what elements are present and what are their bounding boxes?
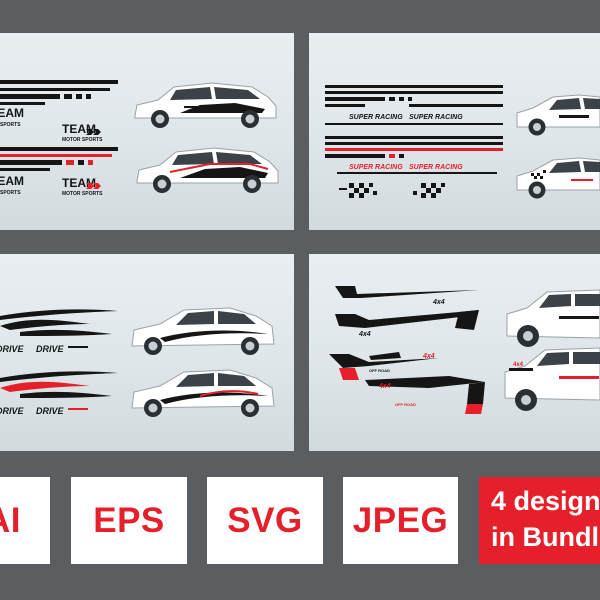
pickup-truck-black-decal [506, 289, 600, 347]
team-logo-top: TEAM [62, 122, 96, 136]
drive-label-2: DRIVE [36, 344, 65, 354]
design-panel-team-motorsports: TEAM SPORTS TEAM MOTOR SPORTS TEAM SPORT… [0, 33, 294, 230]
design-panel-4x4-offroad: 4x4 4x4 4x4 4x4 OFF ROAD OFF ROAD 4x4 [309, 254, 600, 451]
stripe-set-black-top [335, 286, 479, 330]
bundle-line-1: 4 designs [491, 486, 600, 516]
offroad-artwork: 4x4 4x4 4x4 4x4 OFF ROAD OFF ROAD 4x4 [329, 286, 600, 414]
bundle-line-2: in Bundle [491, 522, 600, 552]
team-logo-left-top: TEAM [0, 106, 24, 120]
team-logo-left-top-sub: SPORTS [0, 122, 21, 128]
sedan-car-black-tribal [131, 307, 275, 355]
team-motorsports-artwork: TEAM SPORTS TEAM MOTOR SPORTS TEAM SPORT… [0, 80, 279, 197]
offroad-label-2: OFF ROAD [395, 402, 416, 407]
drive-artwork: DRIVE DRIVE DRIVE DRIVE [0, 307, 275, 417]
hatchback-car-red-decal [136, 147, 279, 193]
tribal-swoosh-black [0, 309, 118, 336]
offroad-label-1: OFF ROAD [369, 368, 390, 373]
badge-4x4-2: 4x4 [358, 331, 371, 338]
format-label-jpeg: JPEG [352, 500, 449, 540]
pickup-truck-red-decal: 4x4 [504, 347, 600, 411]
badge-4x4-4: 4x4 [378, 383, 391, 390]
drive-label-3: DRIVE [0, 406, 25, 416]
stripe-set-red [0, 147, 118, 171]
chevron-black-icon [86, 129, 101, 135]
super-racing-label-1: SUPER RACING [349, 114, 403, 121]
sedan-car-checkered-decal [516, 157, 600, 199]
drive-label-4: DRIVE [36, 406, 65, 416]
team-logo-left-bottom: TEAM [0, 174, 24, 188]
format-badge-ai: AI [0, 477, 50, 564]
format-badge-eps: EPS [71, 477, 187, 564]
hatchback-car-black-decal [134, 82, 277, 128]
super-racing-label-4: SUPER RACING [409, 164, 463, 171]
team-logo-bottom: TEAM [62, 176, 96, 190]
checkered-flag-icon [413, 183, 445, 198]
drive-label-1: DRIVE [0, 344, 25, 354]
super-racing-label-3: SUPER RACING [349, 164, 403, 171]
team-logo-bottom-sub: MOTOR SPORTS [62, 191, 103, 197]
format-label-eps: EPS [93, 500, 165, 540]
truck-badge-4x4: 4x4 [513, 362, 524, 368]
badge-4x4-3: 4x4 [422, 353, 435, 360]
badge-4x4-1: 4x4 [432, 299, 445, 306]
format-badge-svg: SVG [207, 477, 323, 564]
format-label-svg: SVG [227, 500, 303, 540]
super-racing-label-2: SUPER RACING [409, 114, 463, 121]
format-label-ai: AI [0, 500, 21, 540]
design-panel-drive: DRIVE DRIVE DRIVE DRIVE [0, 254, 294, 451]
team-logo-top-sub: MOTOR SPORTS [62, 137, 103, 143]
tribal-swoosh-red [0, 371, 118, 398]
stripe-set-red [329, 352, 485, 414]
super-racing-artwork: SUPER RACING SUPER RACING SUPER RACING S… [325, 85, 600, 199]
stripe-set-black-top [325, 85, 503, 107]
format-badge-jpeg: JPEG [343, 477, 458, 564]
sedan-car-black-decal [516, 94, 600, 136]
chevron-red-icon [86, 183, 101, 189]
stripe-set-black [0, 80, 118, 105]
checkered-flag-icon [339, 183, 377, 198]
bundle-badge: 4 designs in Bundle [479, 477, 600, 564]
sedan-car-red-tribal [131, 369, 275, 417]
team-logo-left-bottom-sub: SPORTS [0, 190, 21, 196]
stripe-set-red [325, 136, 503, 158]
design-panel-super-racing: SUPER RACING SUPER RACING SUPER RACING S… [309, 33, 600, 230]
